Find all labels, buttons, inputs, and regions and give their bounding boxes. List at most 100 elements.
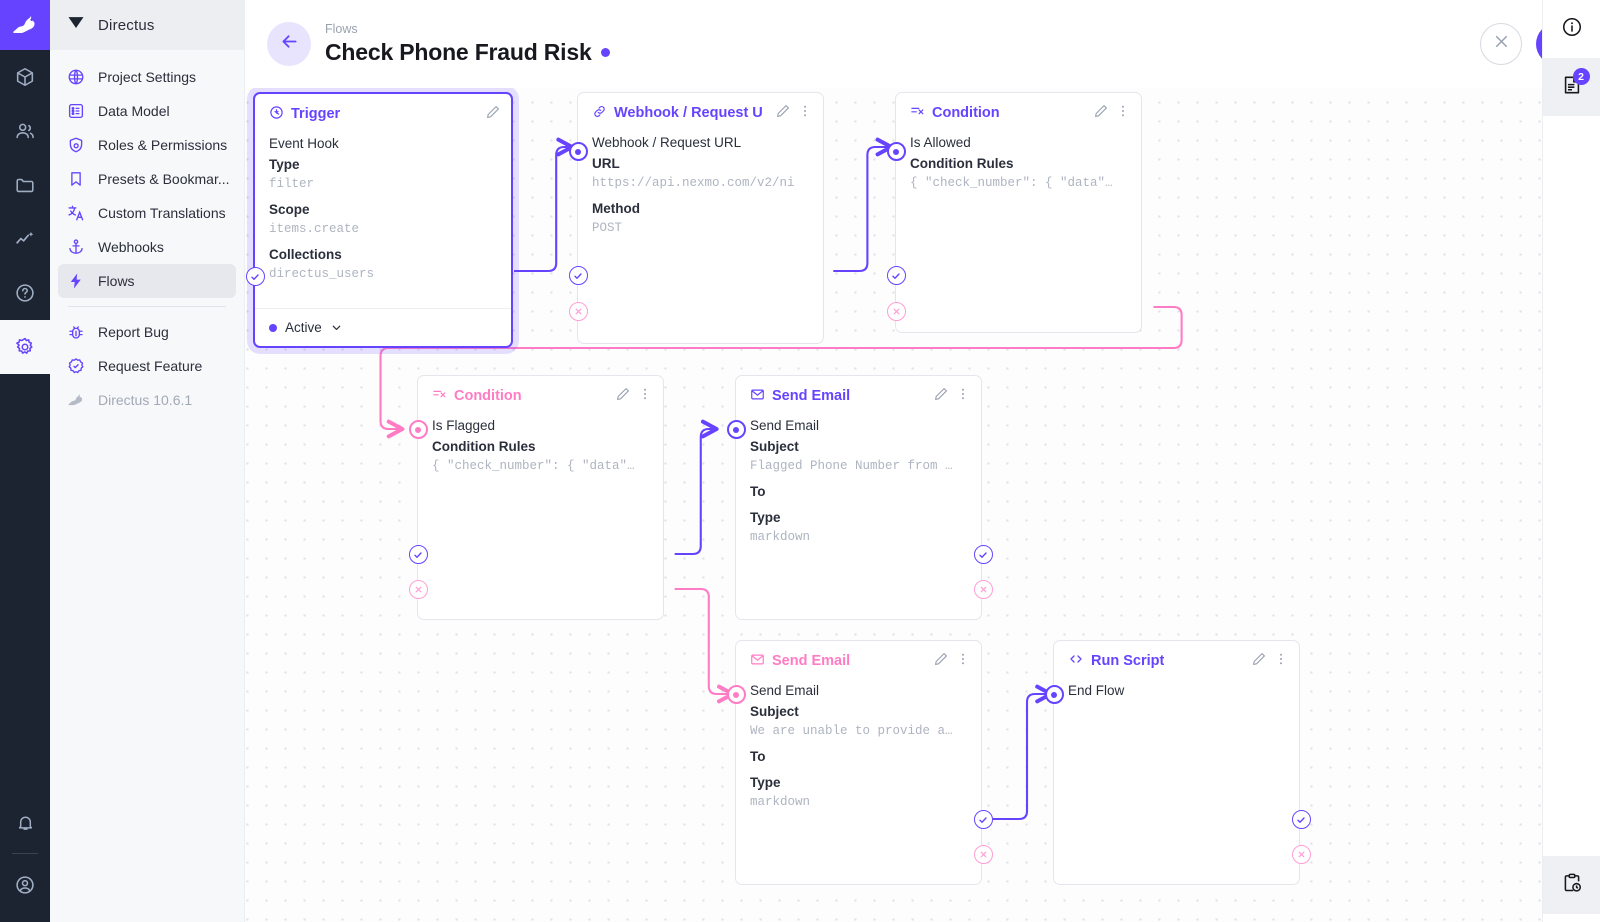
node-type-label: Condition bbox=[932, 105, 1000, 121]
node-type-label: Condition bbox=[454, 388, 522, 404]
node-name: End Flow bbox=[1068, 683, 1125, 698]
code-icon bbox=[1068, 651, 1084, 671]
page-title: Check Phone Fraud Risk bbox=[325, 39, 592, 65]
sidebar-title: Directus bbox=[98, 16, 155, 34]
node-body: Send Email Subject Flagged Phone Number … bbox=[736, 410, 981, 557]
field-label: Condition Rules bbox=[910, 156, 1014, 171]
handle-reject-run-script[interactable] bbox=[1291, 845, 1311, 864]
flow-node-run-script[interactable]: Run Script End Flow bbox=[1044, 640, 1311, 885]
more-options-icon[interactable] bbox=[955, 386, 971, 407]
status-badge bbox=[600, 48, 610, 57]
edit-icon[interactable] bbox=[1093, 103, 1109, 124]
rail-item-file-library[interactable] bbox=[0, 158, 50, 212]
condition-icon bbox=[910, 104, 925, 123]
flow-node-condition-is-flagged[interactable]: Condition Is Flagged Condition Rules bbox=[408, 375, 664, 620]
back-button[interactable] bbox=[267, 22, 311, 66]
field-value: markdown bbox=[750, 795, 811, 809]
edit-icon[interactable] bbox=[485, 104, 501, 125]
sidebar-item-presets-bookmarks[interactable]: Presets & Bookmar... bbox=[58, 162, 236, 196]
field-label: Subject bbox=[750, 439, 799, 454]
more-options-icon[interactable] bbox=[637, 386, 653, 407]
handle-reject-send-email-flagged[interactable] bbox=[973, 580, 993, 599]
sidebar-item-custom-translations[interactable]: Custom Translations bbox=[58, 196, 236, 230]
edit-icon[interactable] bbox=[1251, 651, 1267, 672]
flow-node-trigger[interactable]: Trigger Event Hook Type filter Scope ite… bbox=[245, 92, 513, 348]
node-type-label: Trigger bbox=[291, 106, 341, 122]
node-body: Event Hook Type filter Scope items.creat… bbox=[255, 128, 511, 294]
handle-resolve-webhook[interactable] bbox=[568, 266, 588, 285]
sidebar-item-webhooks[interactable]: Webhooks bbox=[58, 230, 236, 264]
breadcrumb[interactable]: Flows bbox=[325, 22, 358, 36]
field-label: URL bbox=[592, 156, 620, 171]
sidebar-item-flows[interactable]: Flows bbox=[58, 264, 236, 298]
bug-icon bbox=[66, 322, 86, 342]
flow-node-send-email-unable[interactable]: Send Email Send Email Subject We are bbox=[726, 640, 993, 885]
rail-item-account[interactable] bbox=[0, 858, 50, 912]
handle-input-webhook[interactable] bbox=[568, 142, 588, 161]
node-type-label: Send Email bbox=[772, 388, 851, 404]
node-actions bbox=[933, 386, 971, 407]
handle-reject-condition-is-flagged[interactable] bbox=[408, 580, 428, 599]
node-header: Send Email bbox=[736, 641, 981, 675]
rail-item-content[interactable] bbox=[0, 50, 50, 104]
node-footer-status[interactable]: Active bbox=[255, 308, 511, 346]
handle-input-condition-is-flagged[interactable] bbox=[408, 420, 428, 439]
more-options-icon[interactable] bbox=[1115, 103, 1131, 124]
handle-resolve-run-script[interactable] bbox=[1291, 810, 1311, 829]
more-options-icon[interactable] bbox=[1273, 651, 1289, 672]
anchor-icon bbox=[66, 237, 86, 257]
sidebar-item-roles-permissions[interactable]: Roles & Permissions bbox=[58, 128, 236, 162]
node-name: Is Flagged bbox=[432, 418, 496, 433]
node-body: Webhook / Request URL URL https://api.ne… bbox=[578, 127, 823, 248]
envelope-icon bbox=[750, 387, 765, 406]
field-label: Type bbox=[750, 510, 781, 525]
flow-node-send-email-flagged[interactable]: Send Email Send Email Subject Flagged bbox=[726, 375, 993, 620]
drawer-item-info[interactable] bbox=[1543, 0, 1600, 58]
handle-input-run-script[interactable] bbox=[1044, 685, 1064, 704]
handle-reject-send-email-unable[interactable] bbox=[973, 845, 993, 864]
rabbit-logo-icon[interactable] bbox=[0, 0, 50, 50]
flow-node-webhook[interactable]: Webhook / Request U Webhook / Request UR… bbox=[568, 92, 824, 344]
handle-reject-webhook[interactable] bbox=[568, 302, 588, 321]
sidebar-header: Directus bbox=[50, 0, 244, 50]
handle-resolve-send-email-flagged[interactable] bbox=[973, 545, 993, 564]
rabbit-icon bbox=[66, 390, 86, 410]
rail-item-documentation[interactable] bbox=[0, 266, 50, 320]
handle-resolve-condition-is-allowed[interactable] bbox=[886, 266, 906, 285]
rail-item-insights[interactable] bbox=[0, 212, 50, 266]
more-options-icon[interactable] bbox=[797, 103, 813, 124]
edge-flagged-reject-mail bbox=[674, 587, 735, 704]
more-options-icon[interactable] bbox=[955, 651, 971, 672]
handle-resolve-send-email-unable[interactable] bbox=[973, 810, 993, 829]
node-actions bbox=[1093, 103, 1131, 124]
drawer-item-logs[interactable] bbox=[1542, 856, 1600, 914]
field-value: { "check_number": { "data"… bbox=[432, 459, 635, 473]
field-label: Scope bbox=[269, 202, 310, 217]
rail-item-user-directory[interactable] bbox=[0, 104, 50, 158]
edge-trigger-webhook bbox=[514, 137, 575, 273]
drawer-item-revisions[interactable]: 2 bbox=[1542, 58, 1600, 116]
edit-icon[interactable] bbox=[615, 386, 631, 407]
rail-item-notifications[interactable] bbox=[0, 795, 50, 849]
module-rail bbox=[0, 0, 50, 922]
handle-input-condition-is-allowed[interactable] bbox=[886, 142, 906, 161]
sidebar-item-report-bug[interactable]: Report Bug bbox=[58, 315, 236, 349]
handle-input-send-email-unable[interactable] bbox=[726, 685, 746, 704]
edit-icon[interactable] bbox=[933, 651, 949, 672]
flow-canvas[interactable]: Trigger Event Hook Type filter Scope ite… bbox=[245, 88, 1542, 922]
sidebar-item-project-settings[interactable]: Project Settings bbox=[58, 60, 236, 94]
handle-reject-condition-is-allowed[interactable] bbox=[886, 302, 906, 321]
handle-resolve-condition-is-flagged[interactable] bbox=[408, 545, 428, 564]
edit-icon[interactable] bbox=[933, 386, 949, 407]
node-type-label: Send Email bbox=[772, 653, 851, 669]
sidebar-item-data-model[interactable]: Data Model bbox=[58, 94, 236, 128]
info-circle-icon bbox=[1561, 16, 1583, 43]
flow-node-condition-is-allowed[interactable]: Condition Is Allowed Condition Rules bbox=[886, 92, 1142, 333]
handle-input-send-email-flagged[interactable] bbox=[726, 420, 746, 439]
sidebar-item-request-feature[interactable]: Request Feature bbox=[58, 349, 236, 383]
rail-item-settings[interactable] bbox=[0, 320, 50, 374]
field-value: We are unable to provide a… bbox=[750, 724, 953, 738]
edit-icon[interactable] bbox=[775, 103, 791, 124]
cancel-button[interactable] bbox=[1480, 23, 1522, 65]
handle-resolve-trigger[interactable] bbox=[245, 267, 265, 286]
